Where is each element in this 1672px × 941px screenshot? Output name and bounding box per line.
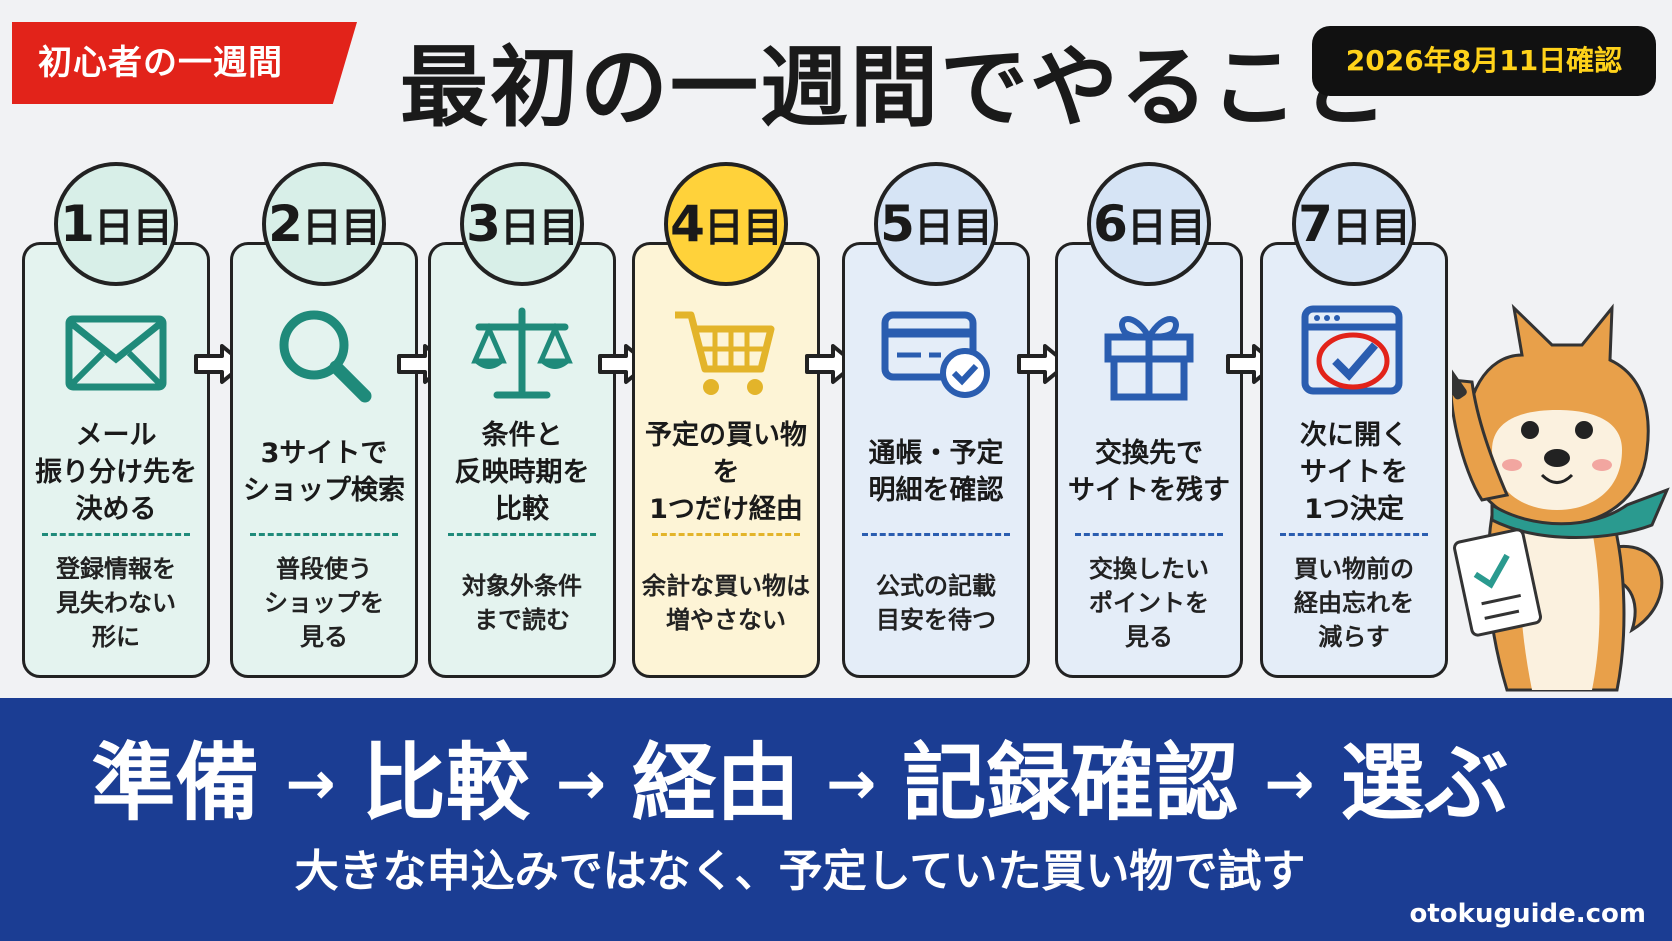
day-suffix: 日目: [1126, 205, 1206, 251]
flow-arrow-icon: →: [555, 749, 606, 819]
cart-icon: [671, 302, 781, 404]
gift-icon: [1094, 302, 1204, 404]
flow-step: 準備: [91, 734, 260, 832]
page-title: 最初の一週間でやること: [400, 36, 1391, 139]
flow-arrow-icon: →: [826, 749, 877, 819]
day-card: [22, 242, 210, 678]
day-number: 3: [466, 195, 501, 253]
browser-check-icon: [1299, 302, 1409, 404]
banner-subline: 大きな申込みではなく、予定していた買い物で試す: [294, 846, 1306, 897]
day-task-title: 条件と 反映時期を 比較: [454, 419, 590, 525]
flow-summary: 準備 → 比較 → 経由 → 記録確認 → 選ぶ: [0, 728, 1600, 838]
day-task-title: 3サイトで ショップ検索: [243, 438, 405, 506]
dashed-divider: [1075, 533, 1223, 536]
card-check-icon: [881, 302, 991, 404]
day-task-note: 普段使う ショップを 見る: [264, 555, 384, 651]
flow-step: 選ぶ: [1340, 734, 1509, 832]
day-suffix: 日目: [1331, 205, 1411, 251]
day-task-note: 公式の記載 目安を待つ: [876, 572, 996, 634]
day-badge: 6日目: [1087, 162, 1211, 286]
dashed-divider: [42, 533, 190, 536]
scale-icon: [467, 302, 577, 404]
day-task-title: 予定の買い物を 1つだけ経由: [645, 419, 807, 525]
dashed-divider: [1280, 533, 1428, 536]
site-url: otokuguide.com: [1409, 899, 1646, 929]
beginner-week-tag: 初心者の一週間: [12, 22, 357, 104]
day-card: [842, 242, 1030, 678]
flow-step: 比較: [361, 734, 530, 832]
magnifier-icon: [269, 302, 379, 404]
day-number: 1: [60, 195, 95, 253]
day-suffix: 日目: [703, 205, 783, 251]
day-suffix: 日目: [499, 205, 579, 251]
shiba-mascot-icon: [1435, 300, 1672, 700]
day-number: 5: [880, 195, 915, 253]
day-suffix: 日目: [913, 205, 993, 251]
dashed-divider: [652, 533, 800, 536]
day-card: [1055, 242, 1243, 678]
dashed-divider: [448, 533, 596, 536]
flow-arrow-icon: →: [285, 749, 336, 819]
envelope-icon: [61, 302, 171, 404]
day-number: 7: [1298, 195, 1333, 253]
day-suffix: 日目: [93, 205, 173, 251]
flow-step: 記録確認: [902, 734, 1239, 832]
day-task-title: 交換先で サイトを残す: [1068, 438, 1230, 506]
day-card: [632, 242, 820, 678]
day-card: [1260, 242, 1448, 678]
flow-arrow-icon: →: [1264, 749, 1315, 819]
day-task-title: 次に開く サイトを 1つ決定: [1300, 419, 1408, 525]
day-task-note: 余計な買い物は 増やさない: [642, 572, 810, 634]
day-number: 4: [670, 195, 705, 253]
day-task-note: 登録情報を 見失わない 形に: [56, 555, 176, 651]
day-task-title: メール 振り分け先を 決める: [35, 419, 197, 525]
day-number: 2: [268, 195, 303, 253]
day-badge: 5日目: [874, 162, 998, 286]
day-task-title: 通帳・予定 明細を確認: [868, 438, 1004, 506]
day-badge: 1日目: [54, 162, 178, 286]
day-task-note: 交換したい ポイントを 見る: [1089, 555, 1209, 651]
day-badge: 3日目: [460, 162, 584, 286]
dashed-divider: [862, 533, 1010, 536]
day-badge: 2日目: [262, 162, 386, 286]
date-badge: 2026年8月11日確認: [1312, 26, 1656, 96]
day-badge: 4日目: [664, 162, 788, 286]
day-badge: 7日目: [1292, 162, 1416, 286]
day-task-note: 買い物前の 経由忘れを 減らす: [1294, 555, 1414, 651]
day-task-note: 対象外条件 まで読む: [462, 572, 582, 634]
summary-banner: [0, 698, 1672, 941]
day-number: 6: [1093, 195, 1128, 253]
dashed-divider: [250, 533, 398, 536]
flow-step: 経由: [631, 734, 800, 832]
day-suffix: 日目: [301, 205, 381, 251]
